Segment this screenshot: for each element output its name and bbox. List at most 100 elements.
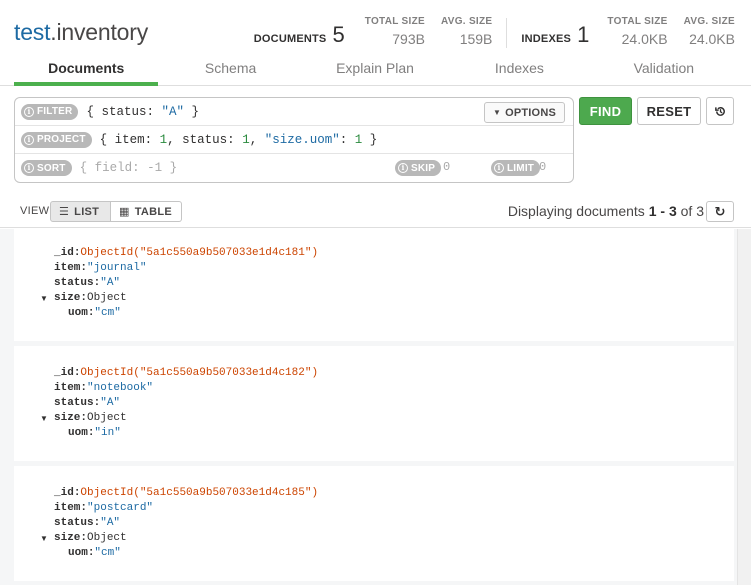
document-list: _id:ObjectId("5a1c550a9b507033e1d4c181")…: [0, 229, 751, 585]
indexes-count: 1: [577, 22, 590, 47]
info-icon: i: [494, 163, 504, 173]
docs-avg-size-label: AVG. SIZE: [440, 16, 493, 27]
idx-total-size: TOTAL SIZE 24.0KB: [607, 16, 667, 47]
document-card[interactable]: _id:ObjectId("5a1c550a9b507033e1d4c185")…: [14, 466, 734, 581]
documents-stats: DOCUMENTS 5 TOTAL SIZE 793B AVG. SIZE 15…: [254, 16, 493, 48]
docs-total-size-value: 793B: [392, 31, 425, 47]
tab-schema[interactable]: Schema: [204, 60, 257, 76]
idx-total-size-value: 24.0KB: [621, 31, 668, 47]
view-label: VIEW: [20, 205, 50, 217]
info-icon: i: [24, 163, 34, 173]
project-label: PROJECT: [37, 134, 86, 145]
options-button[interactable]: ▼OPTIONS: [483, 102, 565, 123]
collection-stats: DOCUMENTS 5 TOTAL SIZE 793B AVG. SIZE 15…: [254, 16, 735, 48]
filter-status-value: "A": [161, 104, 184, 119]
tab-explain-plan[interactable]: Explain Plan: [336, 60, 414, 76]
range-separator: -: [656, 203, 669, 219]
expand-caret-icon[interactable]: ▼: [40, 414, 48, 423]
list-label: LIST: [74, 205, 100, 218]
document-card[interactable]: _id:ObjectId("5a1c550a9b507033e1d4c182")…: [14, 346, 734, 461]
refresh-button[interactable]: ↻: [706, 201, 734, 222]
options-label: OPTIONS: [505, 106, 556, 119]
limit-input[interactable]: 0: [539, 160, 547, 174]
doc-field-status: status:"A": [54, 397, 121, 409]
doc-field-size: size:Object: [54, 532, 127, 544]
docs-avg-size-value: 159B: [459, 31, 493, 47]
doc-field-uom: uom:"cm": [68, 547, 121, 559]
skip-input[interactable]: 0: [443, 160, 451, 174]
stats-divider: [506, 18, 508, 48]
idx-avg-size: AVG. SIZE 24.0KB: [684, 16, 735, 47]
docs-avg-size: AVG. SIZE 159B: [441, 16, 492, 47]
sort-input[interactable]: { field: -1 }: [79, 161, 178, 175]
table-label: TABLE: [134, 205, 173, 218]
doc-field-item: item:"journal": [54, 262, 147, 274]
limit-label: LIMIT: [507, 162, 535, 174]
expand-caret-icon[interactable]: ▼: [40, 294, 48, 303]
displaying-prefix: Displaying documents: [507, 203, 645, 219]
info-icon: i: [24, 106, 34, 117]
sort-label: SORT: [37, 162, 66, 174]
doc-field-item: item:"postcard": [54, 502, 154, 514]
range-start: 1: [648, 203, 657, 219]
namespace-dot: .: [50, 19, 57, 45]
tab-indexes[interactable]: Indexes: [494, 60, 544, 76]
history-icon: [714, 106, 725, 116]
idx-avg-size-value: 24.0KB: [689, 31, 735, 47]
skip-label: SKIP: [411, 162, 436, 174]
query-history-button[interactable]: [706, 97, 734, 125]
docs-total-size-label: TOTAL SIZE: [364, 16, 425, 27]
namespace-title: test.inventory: [14, 19, 148, 46]
doc-field-item: item:"notebook": [54, 382, 154, 394]
docs-total-size: TOTAL SIZE 793B: [365, 16, 425, 47]
caret-down-icon: ▼: [492, 108, 502, 117]
doc-field-id: _id:ObjectId("5a1c550a9b507033e1d4c181"): [54, 247, 319, 259]
doc-field-id: _id:ObjectId("5a1c550a9b507033e1d4c185"): [54, 487, 319, 499]
info-icon: i: [398, 163, 408, 173]
doc-field-uom: uom:"in": [68, 427, 121, 439]
indexes-label: INDEXES: [521, 33, 572, 45]
collection-header: test.inventory DOCUMENTS 5 TOTAL SIZE 79…: [0, 0, 751, 86]
total-count: 3: [696, 203, 704, 219]
reset-button[interactable]: RESET: [637, 97, 701, 125]
tab-documents[interactable]: Documents: [14, 52, 159, 86]
doc-field-id: _id:ObjectId("5a1c550a9b507033e1d4c182"): [54, 367, 319, 379]
tab-validation[interactable]: Validation: [633, 60, 695, 76]
doc-field-size: size:Object: [54, 412, 127, 424]
find-button[interactable]: FIND: [579, 97, 632, 125]
view-toolbar: VIEW ☰ LIST ▦ TABLE Displaying documents 1…: [0, 192, 751, 228]
doc-field-size: size:Object: [54, 292, 127, 304]
pagination-status: Displaying documents 1 - 3 of 3: [508, 203, 704, 219]
collection-name: inventory: [56, 19, 149, 45]
documents-label: DOCUMENTS: [253, 33, 327, 45]
project-input[interactable]: { item: 1, status: 1, "size.uom": 1 }: [99, 132, 378, 147]
table-view-button[interactable]: ▦ TABLE: [111, 201, 182, 222]
range-end: 3: [668, 203, 677, 219]
list-icon: ☰: [59, 206, 70, 218]
list-view-button[interactable]: ☰ LIST: [50, 201, 111, 222]
filter-input[interactable]: { status: "A" }: [86, 104, 199, 119]
database-name: test: [14, 19, 51, 45]
documents-count: 5: [332, 22, 345, 47]
filter-label: FILTER: [37, 106, 73, 117]
info-icon: i: [24, 134, 34, 145]
of-label: of: [680, 203, 693, 219]
document-card[interactable]: _id:ObjectId("5a1c550a9b507033e1d4c181")…: [14, 229, 734, 341]
table-icon: ▦: [119, 206, 130, 218]
doc-field-status: status:"A": [54, 517, 121, 529]
idx-total-size-label: TOTAL SIZE: [607, 16, 668, 27]
scrollbar[interactable]: [737, 229, 751, 585]
expand-caret-icon[interactable]: ▼: [40, 534, 48, 543]
idx-avg-size-label: AVG. SIZE: [683, 16, 735, 27]
doc-field-uom: uom:"cm": [68, 307, 121, 319]
refresh-icon: ↻: [714, 203, 726, 219]
